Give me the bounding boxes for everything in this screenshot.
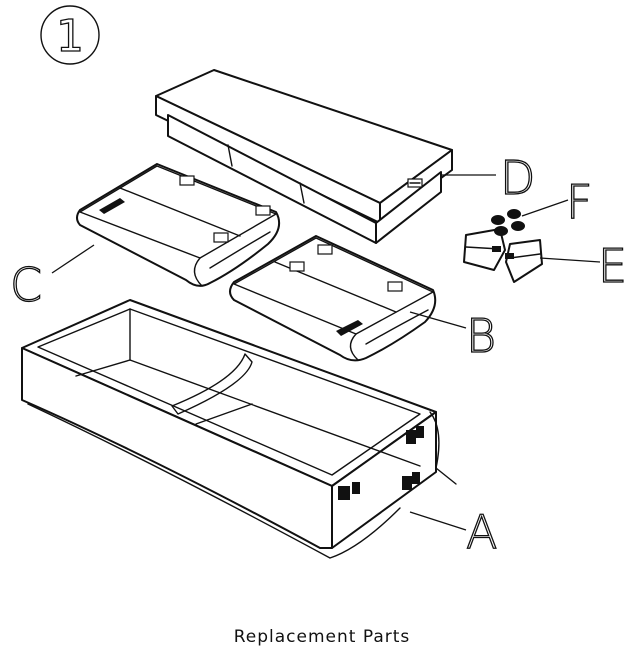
part-b-panel <box>229 235 437 362</box>
label-f: F <box>566 175 592 229</box>
step-circle <box>40 5 100 65</box>
leader-f <box>521 199 569 217</box>
caption: Replacement Parts <box>233 627 411 647</box>
part-a-box <box>21 299 457 559</box>
label-d: D <box>500 151 535 205</box>
leader-b <box>409 311 467 329</box>
leader-a <box>409 511 467 531</box>
part-d-lid <box>155 69 453 244</box>
step-badge: 1 <box>40 5 100 65</box>
label-b: B <box>466 309 496 363</box>
part-e-feet <box>463 228 543 283</box>
label-c: C <box>10 258 42 312</box>
step-number: 1 <box>56 11 84 62</box>
leader-c <box>51 244 95 274</box>
part-c-panel <box>76 163 281 287</box>
part-f-discs <box>491 209 525 236</box>
label-a: A <box>466 505 497 559</box>
label-e: E <box>598 239 627 293</box>
leader-e <box>539 257 601 263</box>
leader-lines <box>51 174 601 531</box>
